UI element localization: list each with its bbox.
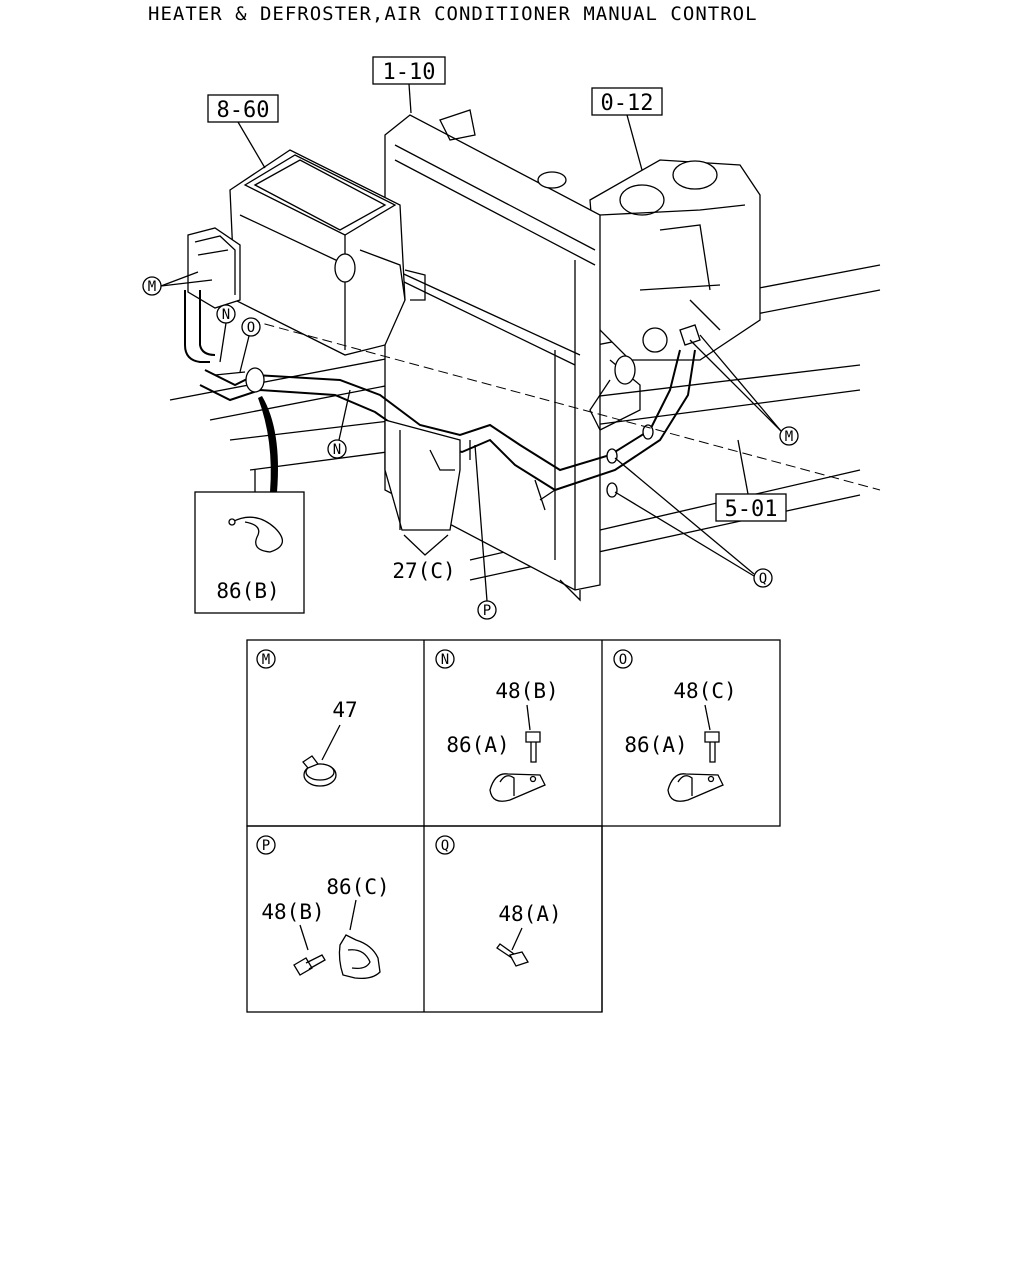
clamp-86c-p	[338, 934, 381, 980]
callout-m-left: M	[142, 271, 213, 296]
callout-p: P	[474, 444, 497, 620]
detail-panel-o: O 48(C) 86(A)	[613, 649, 737, 802]
bracket-27c	[384, 419, 461, 531]
panel-n-clamp-label: 86(A)	[446, 733, 509, 757]
panel-q-bolt-label: 48(A)	[498, 902, 561, 926]
panel-o-letter: O	[619, 652, 627, 668]
panel-n-bolt-label: 48(B)	[495, 679, 558, 703]
page-title: HEATER & DEFROSTER,AIR CONDITIONER MANUA…	[148, 3, 758, 25]
reference-0-12: 0-12	[591, 87, 663, 171]
callout-n-top: N	[216, 304, 236, 363]
detail-arrow	[258, 396, 278, 492]
heater-hoses	[184, 290, 701, 511]
bolt-48b-n	[525, 731, 541, 763]
center-line	[249, 319, 881, 491]
clamp-86a-o	[667, 773, 724, 802]
panel-p-bolt-label: 48(B)	[261, 900, 324, 924]
callout-q-letter: Q	[759, 571, 767, 587]
panel-p-letter: P	[262, 838, 270, 854]
reference-5-01-label: 5-01	[725, 497, 778, 522]
callout-o: O	[239, 317, 261, 373]
callout-m-right: M	[689, 334, 799, 446]
hose-clamp-part	[302, 755, 337, 787]
part-27c-callout: 27(C)	[392, 534, 456, 583]
panel-m-letter: M	[262, 652, 270, 668]
panel-o-bolt-label: 48(C)	[673, 679, 736, 703]
panel-q-letter: Q	[441, 838, 449, 854]
callout-m-right-letter: M	[785, 429, 793, 445]
panel-p-clamp-label: 86(C)	[326, 875, 389, 899]
callout-p-letter: P	[483, 603, 491, 619]
part-86b-label: 86(B)	[216, 579, 279, 603]
reference-8-60-label: 8-60	[217, 98, 270, 123]
detail-panel-n: N 48(B) 86(A)	[435, 649, 559, 802]
detail-panel-m: M 47	[256, 649, 358, 787]
detail-panel-p: P 86(C) 48(B)	[256, 835, 390, 980]
reference-8-60: 8-60	[207, 94, 279, 169]
reference-5-01: 5-01	[715, 439, 787, 522]
callout-q: Q	[614, 457, 773, 588]
callout-o-letter: O	[247, 320, 255, 336]
part-47-label: 47	[332, 698, 357, 722]
callout-n-top-letter: N	[222, 307, 230, 323]
callout-n-bottom-letter: N	[333, 442, 341, 458]
clamp-86a-n	[489, 773, 546, 802]
panel-n-letter: N	[441, 652, 449, 668]
part-27c-label: 27(C)	[392, 559, 455, 583]
inset-86b: 86(B)	[194, 491, 305, 614]
reference-1-10-label: 1-10	[383, 60, 436, 85]
detail-panel-q: Q 48(A)	[435, 835, 562, 967]
bolt-48c-o	[704, 731, 720, 763]
bolt-48b-p	[293, 954, 326, 976]
callout-n-bottom: N	[327, 389, 351, 459]
bolt-48a-q	[496, 943, 529, 967]
main-illustration	[169, 109, 881, 602]
heater-unit	[187, 149, 426, 356]
callout-m-left-letter: M	[148, 279, 156, 295]
reference-1-10: 1-10	[372, 56, 446, 114]
panel-o-clamp-label: 86(A)	[624, 733, 687, 757]
engine-block	[589, 159, 761, 431]
reference-0-12-label: 0-12	[601, 91, 654, 116]
